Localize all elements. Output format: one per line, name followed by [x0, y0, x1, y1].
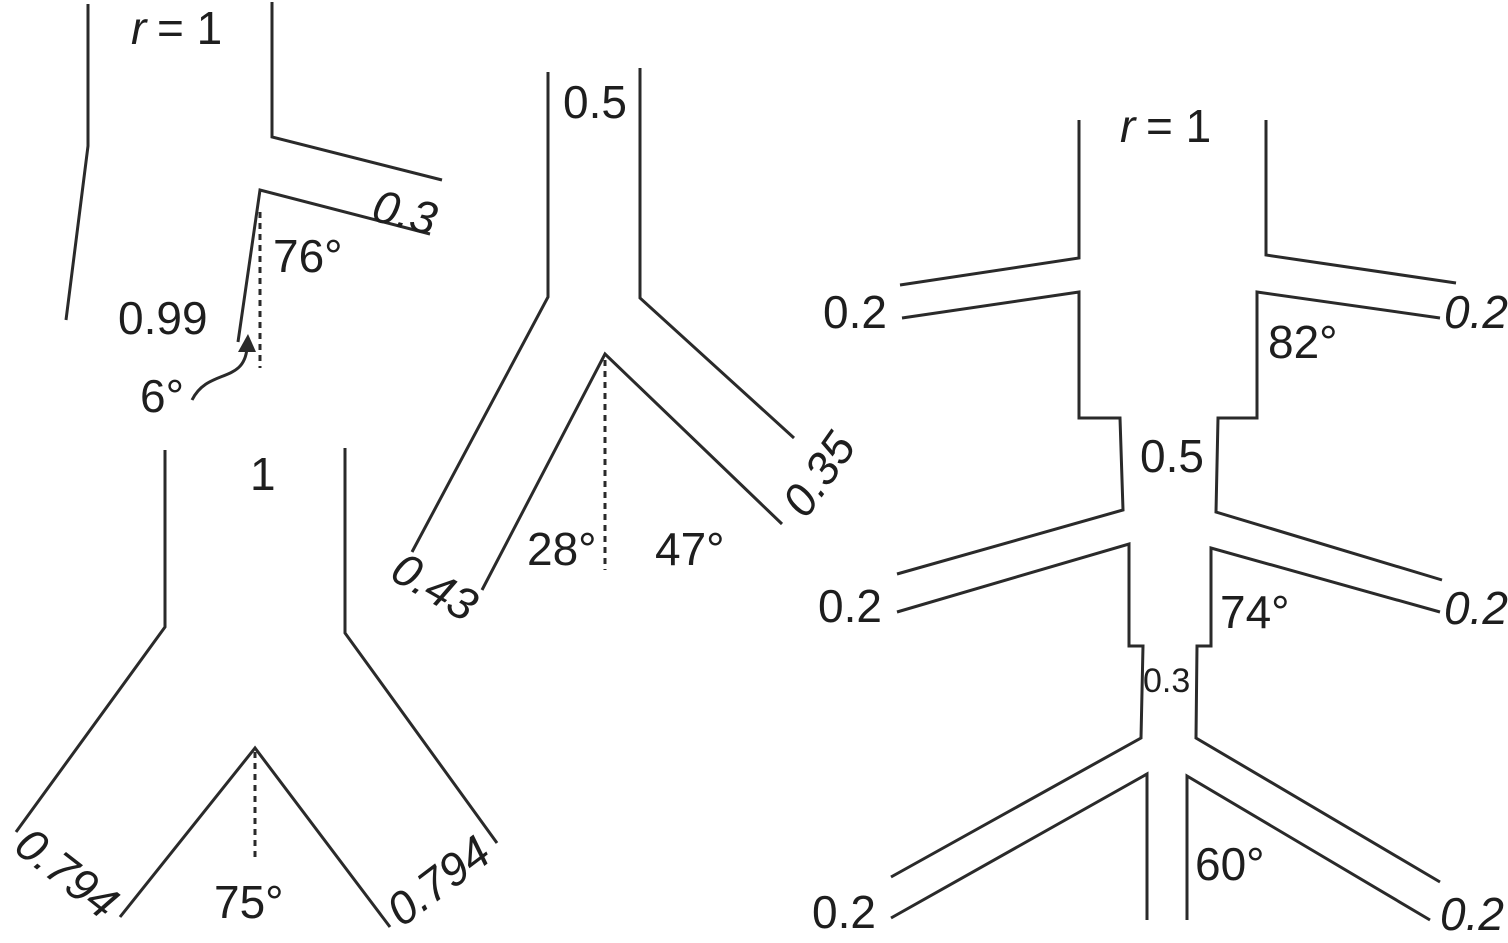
- unequal-left-label: 0.43: [383, 542, 487, 632]
- multi-level3-right-label: 0.2: [1440, 888, 1504, 940]
- multi-level1-left-lower-wall: [896, 290, 1125, 576]
- multi-trunk3-label: 0.3: [1143, 662, 1190, 700]
- multi-level3-right-inner-wall: [1185, 773, 1431, 922]
- asymmetric-main-angle: 6°: [140, 370, 184, 422]
- angle-pointer-arrow: [190, 347, 249, 401]
- unequal-left-angle: 28°: [527, 523, 597, 575]
- asymmetric-side-vessel-lower-wall: [236, 188, 431, 343]
- multi-level1-left-upper-wall: [899, 120, 1081, 287]
- unequal-right-angle: 47°: [655, 523, 725, 575]
- asymmetric-side-angle: 76°: [273, 230, 343, 282]
- asymmetric-main-label: 0.99: [118, 292, 208, 344]
- unequal-inner-wall: [480, 351, 784, 591]
- unequal-branch-diagram: 0.5 0.43 0.35 28° 47°: [383, 68, 866, 632]
- multi-level3-angle: 60°: [1195, 838, 1265, 890]
- asymmetric-side-vessel-upper-wall: [270, 2, 443, 182]
- multi-level3-left-inner-wall: [890, 771, 1149, 920]
- multi-level2-right-label: 0.2: [1444, 582, 1508, 634]
- multi-level1-left-label: 0.2: [823, 286, 887, 338]
- multi-level1-angle: 82°: [1268, 316, 1338, 368]
- symmetric-parent-label: 1: [250, 448, 276, 500]
- symmetric-right-outer-wall: [343, 448, 499, 844]
- arrow-head-icon: [238, 334, 256, 352]
- multi-level2-left-lower-wall: [890, 541, 1145, 879]
- asymmetric-parent-radius-label: = 1: [157, 2, 222, 54]
- symmetric-angle: 75°: [214, 876, 284, 928]
- multi-level2-left-label: 0.2: [818, 580, 882, 632]
- unequal-left-outer-wall: [410, 72, 550, 553]
- symmetric-left-outer-wall: [14, 450, 167, 833]
- symmetric-branch-diagram: 1 0.794 0.794 75°: [6, 448, 500, 936]
- unequal-right-label: 0.35: [772, 422, 866, 526]
- multi-level2-right-lower-wall: [1194, 546, 1441, 884]
- multi-trunk2-label: 0.5: [1140, 430, 1204, 482]
- unequal-parent-label: 0.5: [563, 76, 627, 128]
- asymmetric-side-label: 0.3: [368, 179, 443, 245]
- multi-level1-right-label: 0.2: [1444, 286, 1508, 338]
- asymmetric-branch-diagram: r = 1 0.99 0.3 76° 6°: [64, 2, 443, 422]
- multi-level2-angle: 74°: [1220, 586, 1290, 638]
- multi-level3-left-label: 0.2: [812, 886, 876, 938]
- symmetric-inner-wall: [118, 745, 392, 928]
- asymmetric-parent-radius-var: r: [131, 2, 148, 54]
- symmetric-left-label: 0.794: [6, 817, 129, 929]
- multi-parent-radius-var: r: [1120, 100, 1137, 152]
- multi-parent-radius-label: = 1: [1146, 100, 1211, 152]
- multi-level1-right-lower-wall: [1214, 290, 1443, 582]
- multi-level1-right-upper-wall: [1264, 120, 1457, 285]
- asymmetric-main-vessel-left-wall: [64, 4, 90, 321]
- symmetric-right-label: 0.794: [377, 825, 500, 936]
- multi-branch-diagram: r = 1 0.2 0.2 82° 0.5 0.2 0.2 74° 0.3 0.…: [812, 100, 1508, 940]
- unequal-right-outer-wall: [638, 68, 796, 440]
